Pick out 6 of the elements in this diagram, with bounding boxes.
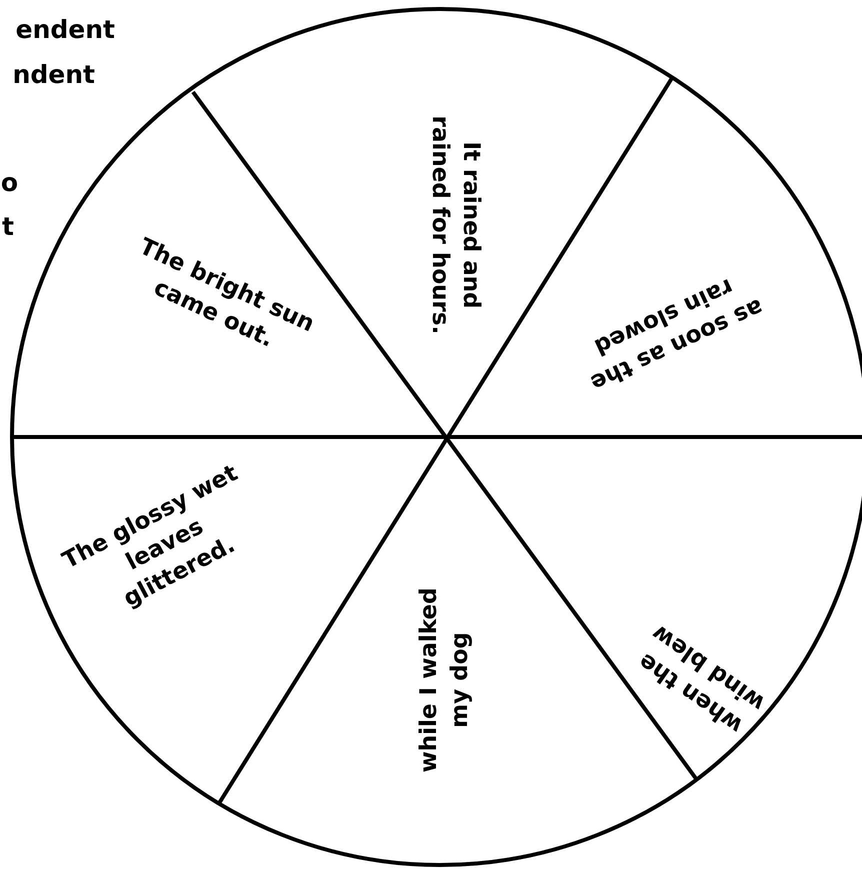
cut-off-text: t bbox=[2, 212, 14, 242]
cut-off-text: ndent bbox=[12, 60, 95, 90]
segment-text: while I walked my dog bbox=[414, 565, 476, 795]
segment-text: It rained and rained for hours. bbox=[424, 100, 486, 350]
cut-off-text: endent bbox=[16, 15, 115, 45]
cut-off-text: o bbox=[0, 168, 18, 198]
